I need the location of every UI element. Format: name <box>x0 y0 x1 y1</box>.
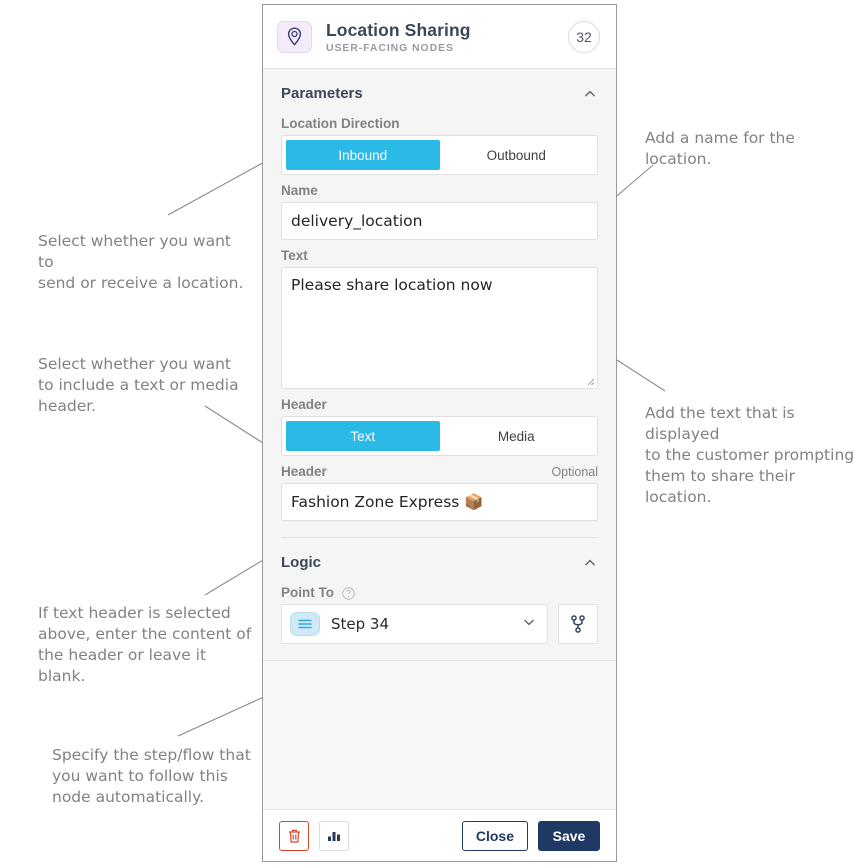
label-text: Text <box>281 248 308 263</box>
section-title-logic: Logic <box>281 554 321 571</box>
logic-bottom-spacing <box>263 644 616 660</box>
panel-header: Location Sharing USER-FACING NODES 32 <box>263 5 616 69</box>
annotation-direction: Select whether you want to send or recei… <box>38 232 244 292</box>
node-config-panel: Location Sharing USER-FACING NODES 32 Pa… <box>262 4 617 862</box>
branch-fork-icon <box>571 615 585 633</box>
segment-text[interactable]: Text <box>286 421 440 451</box>
section-divider <box>281 537 598 538</box>
point-to-value: Step 34 <box>331 615 390 633</box>
segment-outbound[interactable]: Outbound <box>486 147 546 163</box>
point-to-select[interactable]: Step 34 <box>281 604 548 644</box>
label-header-content: Header <box>281 464 327 479</box>
section-header-parameters[interactable]: Parameters <box>263 69 616 108</box>
resize-grip-icon[interactable] <box>585 376 595 386</box>
label-point-to: Point To <box>281 585 598 600</box>
segment-media[interactable]: Media <box>497 428 535 444</box>
field-location-direction: Location Direction Inbound Outbound <box>263 116 616 175</box>
field-point-to: Point To Step 34 <box>263 585 616 644</box>
panel-empty-area <box>263 660 616 809</box>
text-textarea-value: Please share location now <box>291 276 493 294</box>
node-subtitle: USER-FACING NODES <box>326 41 454 54</box>
chevron-up-icon[interactable] <box>582 86 598 102</box>
point-to-row: Step 34 <box>281 604 598 644</box>
label-header-type: Header <box>281 397 327 412</box>
annotation-text: Add the text that is displayed to the cu… <box>645 404 855 506</box>
bar-chart-icon <box>328 831 340 841</box>
segmented-location-direction: Inbound Outbound <box>281 135 598 175</box>
field-text: Text Please share location now <box>263 248 616 389</box>
segment-inbound[interactable]: Inbound <box>286 140 440 170</box>
field-name: Name delivery_location <box>263 183 616 240</box>
trash-icon <box>288 829 300 843</box>
annotation-point-to: Specify the step/flow that you want to f… <box>52 746 251 806</box>
panel-footer: Close Save <box>263 809 616 861</box>
segmented-header-type: Text Media <box>281 416 598 456</box>
section-header-logic[interactable]: Logic <box>263 538 616 577</box>
label-location-direction: Location Direction <box>281 116 400 131</box>
question-circle-icon[interactable] <box>342 587 355 600</box>
field-header-type: Header Text Media <box>263 397 616 456</box>
label-name: Name <box>281 183 318 198</box>
delete-node-button[interactable] <box>279 820 309 851</box>
location-pin-icon <box>277 20 312 53</box>
panel-body: Parameters Location Direction Inbound Ou… <box>263 69 616 809</box>
branch-fork-icon-button[interactable] <box>558 604 598 644</box>
annotation-header-type: Select whether you want to include a tex… <box>38 355 239 415</box>
name-input[interactable]: delivery_location <box>281 202 598 240</box>
field-header-content: Header Optional Fashion Zone Express 📦 <box>263 464 616 521</box>
text-textarea[interactable]: Please share location now <box>281 267 598 389</box>
label-point-to-text: Point To <box>281 585 334 600</box>
node-title: Location Sharing <box>326 19 471 40</box>
label-row-header-content: Header Optional <box>281 464 598 483</box>
label-header-optional: Optional <box>551 465 598 479</box>
save-button[interactable]: Save <box>538 820 600 851</box>
annotation-name: Add a name for the location. <box>645 129 795 168</box>
node-id-badge: 32 <box>568 20 600 53</box>
section-title-parameters: Parameters <box>281 85 363 102</box>
chevron-down-icon[interactable] <box>521 614 537 635</box>
close-button[interactable]: Close <box>461 820 528 851</box>
header-content-input[interactable]: Fashion Zone Express 📦 <box>281 483 598 521</box>
steps-list-icon <box>290 612 320 636</box>
node-stats-button[interactable] <box>319 820 349 851</box>
annotation-header-content: If text header is selected above, enter … <box>38 604 252 685</box>
panel-header-titles: Location Sharing USER-FACING NODES <box>326 20 568 54</box>
chevron-up-icon[interactable] <box>582 555 598 571</box>
